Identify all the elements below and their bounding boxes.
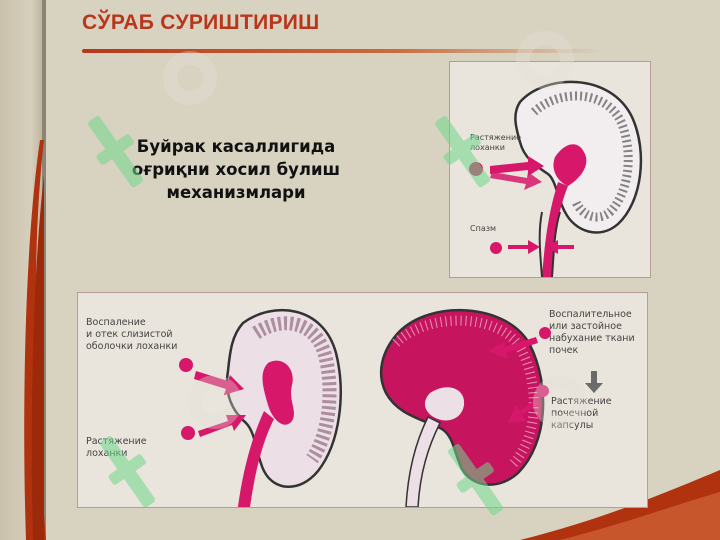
kidney-figure-top: Растяжение лоханки Спазм (449, 61, 651, 278)
title-underline (82, 49, 602, 53)
kidney-figure-bottom: Воспаление и отек слизистой оболочки лох… (77, 292, 648, 508)
label-inflammation: Воспаление и отек слизистой оболочки лох… (86, 317, 178, 352)
kidney-illustration-bottom (179, 308, 603, 507)
label-capsule-stretch: Растяжение почечной капсулы (551, 396, 612, 431)
kidney-illustration-top (469, 80, 643, 277)
label-tissue-swelling: Воспалительное или застойное набухание т… (549, 309, 635, 356)
label-pelvis-stretch-bottom: Растяжение лоханки (86, 436, 147, 459)
label-spasm: Спазм (470, 224, 497, 233)
label-pelvis-stretch-top: Растяжение лоханки (470, 133, 522, 152)
slide-title: СЎРАБ СУРИШТИРИШ (82, 11, 320, 34)
slide-subtitle: Буйрак касаллигида оғриқни хосил булиш м… (131, 137, 341, 202)
